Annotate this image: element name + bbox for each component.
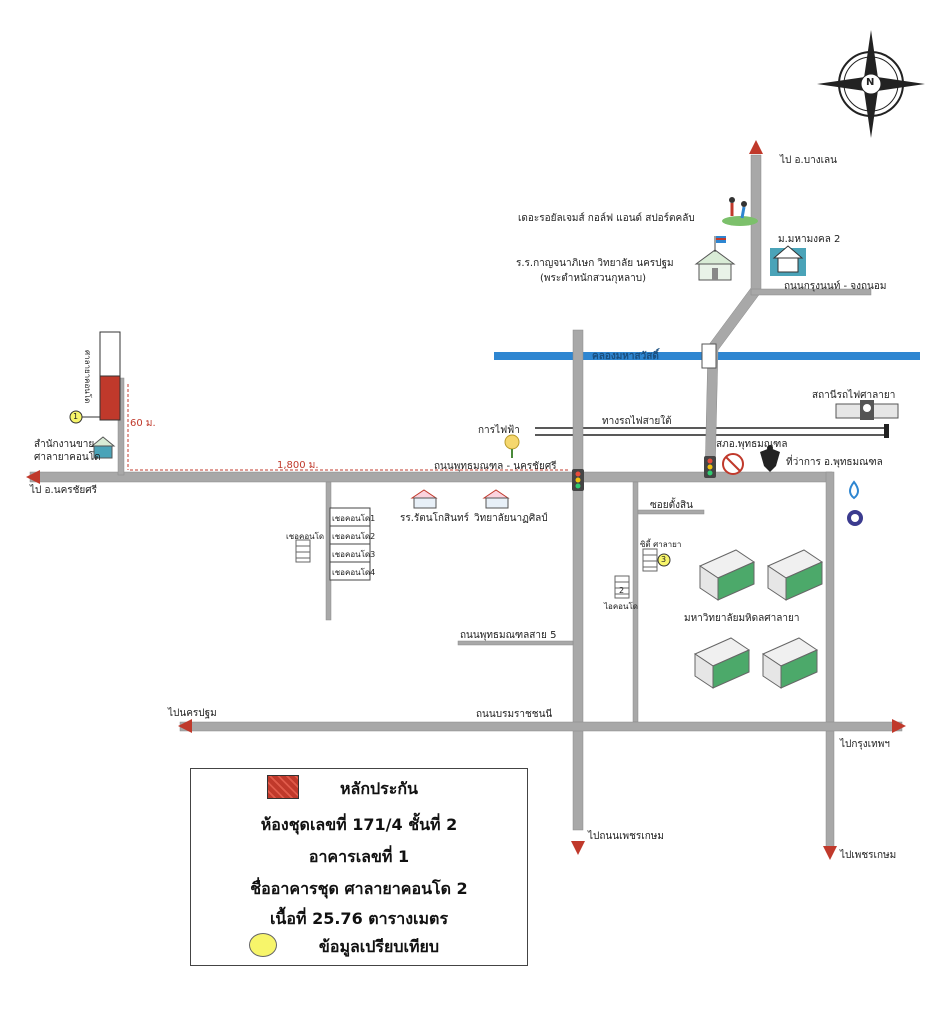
label-condo-left: เชอคอนโด xyxy=(286,532,325,541)
school-icon xyxy=(694,236,736,281)
compass-icon xyxy=(817,30,925,138)
rattanakosin-school-icon xyxy=(410,489,438,509)
bank-icon-scb xyxy=(847,510,863,526)
comparison-swatch xyxy=(249,933,277,957)
label-mahidol: มหาวิทยาลัยมหิดลศาลายา xyxy=(684,613,800,624)
label-salaya-station: สถานีรถไฟศาลายา xyxy=(812,390,896,401)
marker-1-circle xyxy=(69,410,83,424)
label-distance-main: 1,800 ม. xyxy=(277,460,319,471)
label-to-phetkasem: ไปเพชรเกษม xyxy=(840,850,897,861)
label-city-salaya: ซิตี้ ศาลายา xyxy=(640,540,682,549)
train-station-icon xyxy=(835,400,899,420)
label-distance-side: 60 ม. xyxy=(130,418,156,429)
label-school-line1: ร.ร.กาญจนาภิเษก วิทยาลัย นครปฐม xyxy=(516,258,674,269)
marker-3-circle xyxy=(657,553,671,567)
label-condo-ip: ไอคอนโด xyxy=(604,602,638,611)
label-police: สภอ.พุทธมณฑล xyxy=(716,439,788,450)
label-borommaratchachonnani: ถนนบรมราชชนนี xyxy=(476,709,553,720)
label-condo-2: เชอคอนโด2 xyxy=(332,532,376,541)
legend-comparison: ข้อมูลเปรียบเทียบ xyxy=(318,937,440,956)
electricity-icon xyxy=(504,434,520,458)
label-sales-office-2: ศาลายาคอนโด xyxy=(34,452,101,463)
traffic-light-central xyxy=(572,469,584,491)
label-condo-3: เชอคอนโด3 xyxy=(332,550,376,559)
traffic-light-right xyxy=(704,456,716,478)
right-road xyxy=(825,471,835,848)
label-canal: คลองมหาสวัสดิ์ xyxy=(592,351,659,362)
sai5-road xyxy=(457,640,574,646)
label-krungnon-road: ถนนกรุงนนท์ - จงถนอม xyxy=(784,281,887,292)
bridge-icon xyxy=(701,343,717,369)
collateral-swatch xyxy=(267,775,299,799)
label-soi-tangsin: ซอยตั้งสิน xyxy=(650,500,693,511)
subject-access-road xyxy=(117,377,125,476)
marker-2-number: 2 xyxy=(619,586,625,595)
legend-collateral: หลักประกัน xyxy=(339,779,418,798)
label-to-bangsaen: ไป อ.บางเลน xyxy=(780,155,837,166)
label-sai5: ถนนพุทธมณฑลสาย 5 xyxy=(460,630,557,641)
legend-name: ชื่ออาคารชุด ศาลายาคอนโด 2 xyxy=(250,879,468,898)
sales-office-icon xyxy=(90,436,116,459)
central-road xyxy=(572,329,584,831)
label-condo-1: เชอคอนโด1 xyxy=(332,514,376,523)
label-rattanakosin-school: รร.รัตนโกสินทร์ xyxy=(400,513,469,524)
road-end-arrows xyxy=(26,140,906,860)
label-railway: ทางรถไฟสายใต้ xyxy=(602,416,672,427)
compass-letter: N xyxy=(866,77,875,88)
police-icon xyxy=(722,453,744,475)
city-salaya-building xyxy=(642,548,658,572)
label-natasin-college: วิทยาลัยนาฏศิลป์ xyxy=(474,513,548,524)
village-icon xyxy=(770,245,806,276)
label-mahamongkol: ม.มหามงคล 2 xyxy=(778,234,841,245)
label-sales-office-1: สำนักงานขาย xyxy=(34,439,95,450)
label-condo-4: เชอคอนโด4 xyxy=(332,568,376,577)
collateral-building xyxy=(99,375,121,421)
mahidol-buildings xyxy=(693,549,824,689)
label-to-nakhon-chai-si: ไป อ.นครชัยศรี xyxy=(30,485,98,496)
label-main-road: ถนนพุทธมณฑล - นครชัยศรี xyxy=(434,461,557,472)
legend-unit: ห้องชุดเลขที่ 171/4 ชั้นที่ 2 xyxy=(260,815,458,834)
legend-area: เนื้อที่ 25.76 ตารางเมตร xyxy=(269,909,449,928)
label-school-line2: (พระตำหนักสวนกุหลาบ) xyxy=(540,273,647,284)
label-subject-building: ศาลายาคอนโด xyxy=(83,350,92,404)
borommaratchachonnani-road xyxy=(179,721,903,732)
condo-left-building xyxy=(295,539,311,563)
label-golf: เดอะรอยัลเจมส์ กอล์ฟ แอนด์ สปอร์ตคลับ xyxy=(518,213,695,224)
condo-ip-building xyxy=(614,575,630,599)
roads xyxy=(29,154,903,848)
garuda-icon xyxy=(760,445,780,472)
natasin-college-icon xyxy=(482,489,510,509)
label-to-bangkok: ไปกรุงเทพฯ xyxy=(840,739,890,750)
label-electricity: การไฟฟ้า xyxy=(478,425,520,436)
distance-lines xyxy=(127,384,570,471)
bank-icon-krungthai xyxy=(849,480,859,500)
marker-1-number: 1 xyxy=(73,412,79,421)
marker-3-number: 3 xyxy=(661,555,667,564)
krungnon-road xyxy=(750,288,872,296)
label-district-office: ที่ว่าการ อ.พุทธมณฑล xyxy=(786,457,883,468)
legend-building: อาคารเลขที่ 1 xyxy=(308,847,410,866)
golf-icon xyxy=(722,197,758,226)
label-to-nakhon-pathom: ไปนครปฐม xyxy=(168,708,217,719)
label-to-phetkasem-road: ไปถนนเพชรเกษม xyxy=(588,831,664,842)
legend-box: หลักประกัน ห้องชุดเลขที่ 171/4 ชั้นที่ 2… xyxy=(190,768,528,966)
subject-building-top xyxy=(99,331,121,377)
